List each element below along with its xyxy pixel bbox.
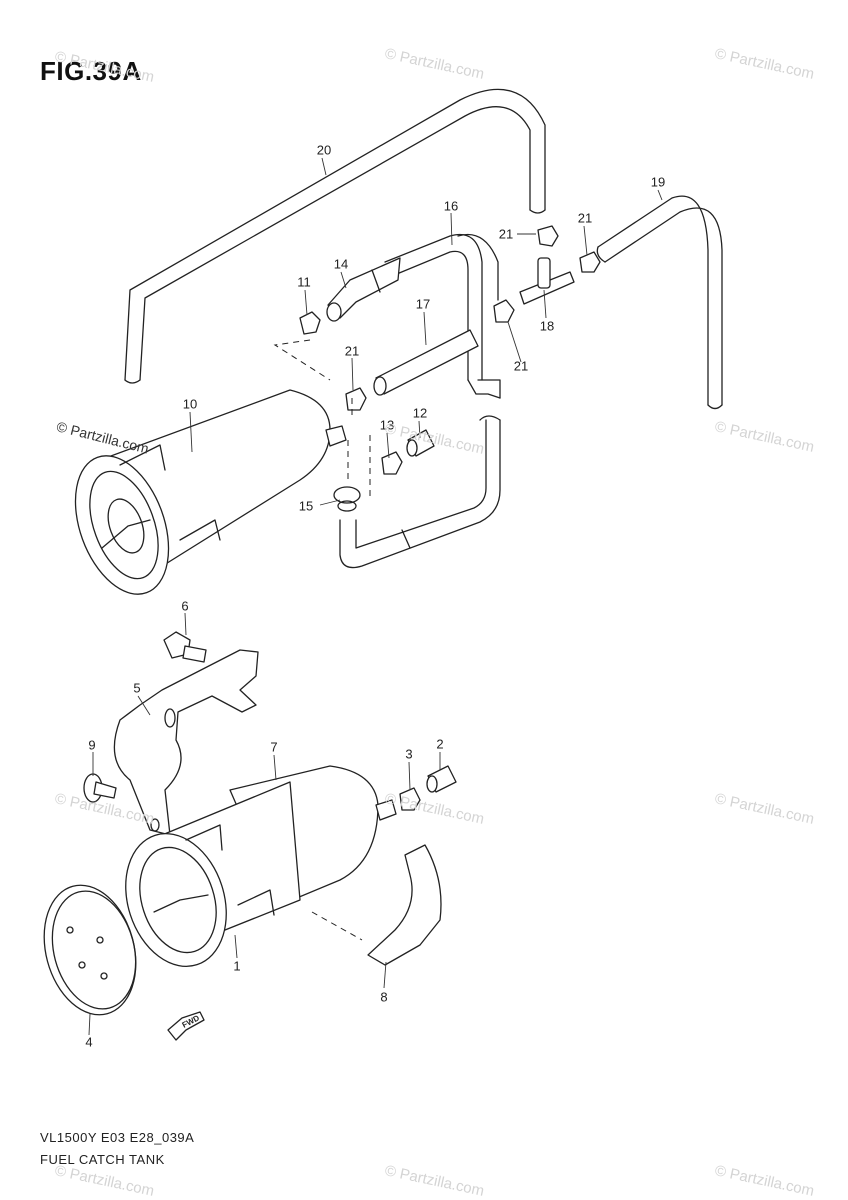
part-5-bracket[interactable] bbox=[113, 649, 259, 836]
part-4-cap[interactable] bbox=[30, 875, 149, 1025]
part-21b-clamp[interactable] bbox=[579, 251, 601, 273]
callout-19: 19 bbox=[650, 174, 666, 190]
part-14-hose[interactable] bbox=[326, 257, 401, 322]
fwd-arrow-icon bbox=[167, 1011, 205, 1041]
callout-6: 6 bbox=[181, 598, 189, 614]
callout-21-c: 21 bbox=[513, 358, 529, 374]
part-2-cap[interactable] bbox=[426, 765, 457, 793]
part-8-bracket[interactable] bbox=[367, 844, 442, 966]
callout-8: 8 bbox=[380, 989, 388, 1005]
callout-10: 10 bbox=[182, 396, 198, 412]
part-20-hose[interactable] bbox=[124, 88, 546, 384]
part-18-joint[interactable] bbox=[519, 257, 575, 305]
callout-4: 4 bbox=[85, 1034, 93, 1050]
part-7-tank[interactable] bbox=[109, 765, 397, 980]
callout-16: 16 bbox=[443, 198, 459, 214]
part-15-clamp[interactable] bbox=[333, 486, 361, 512]
lower-u-hose[interactable] bbox=[339, 415, 501, 569]
callout-20: 20 bbox=[316, 142, 332, 158]
part-16-hose[interactable] bbox=[384, 233, 501, 399]
leader-lines bbox=[88, 157, 663, 1036]
part-3-clamp[interactable] bbox=[399, 787, 421, 811]
part-10-canister[interactable] bbox=[58, 389, 347, 607]
model-code-caption: VL1500Y E03 E28_039A bbox=[40, 1130, 195, 1145]
callout-15: 15 bbox=[298, 498, 314, 514]
part-17-hose[interactable] bbox=[373, 329, 479, 396]
callout-3: 3 bbox=[405, 746, 413, 762]
callout-17: 17 bbox=[415, 296, 431, 312]
callout-21-d: 21 bbox=[344, 343, 360, 359]
callout-14: 14 bbox=[333, 256, 349, 272]
part-6-bolt[interactable] bbox=[163, 631, 207, 663]
callout-2: 2 bbox=[436, 736, 444, 752]
part-11-clamp[interactable] bbox=[299, 311, 321, 335]
callout-21-a: 21 bbox=[498, 226, 514, 242]
callout-13: 13 bbox=[379, 417, 395, 433]
callout-5: 5 bbox=[133, 680, 141, 696]
part-name-caption: FUEL CATCH TANK bbox=[40, 1152, 165, 1167]
part-13-clamp[interactable] bbox=[381, 451, 403, 475]
callout-12: 12 bbox=[412, 405, 428, 421]
figure-title: FIG.39A bbox=[40, 56, 142, 86]
part-9-bolt[interactable] bbox=[83, 773, 117, 803]
part-21a-clamp[interactable] bbox=[537, 225, 559, 247]
callout-18: 18 bbox=[539, 318, 555, 334]
callout-1: 1 bbox=[233, 958, 241, 974]
callout-7: 7 bbox=[270, 739, 278, 755]
part-21c-clamp[interactable] bbox=[493, 299, 515, 323]
part-21d-clamp[interactable] bbox=[345, 387, 367, 411]
part-19-hose[interactable] bbox=[596, 195, 723, 410]
callout-11: 11 bbox=[297, 274, 311, 290]
callout-21-b: 21 bbox=[577, 210, 593, 226]
callout-9: 9 bbox=[88, 737, 96, 753]
